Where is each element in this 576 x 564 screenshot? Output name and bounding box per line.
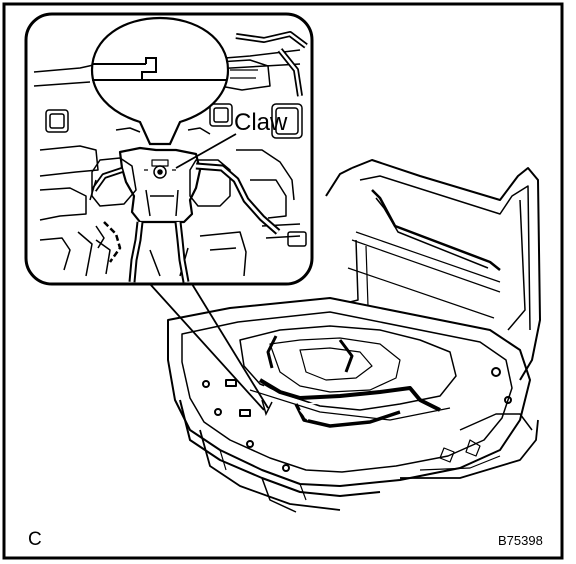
outer-frame: [2, 2, 564, 560]
magnifier-bubble: [90, 16, 230, 146]
leader-lines: [149, 283, 273, 417]
seat-assembly: [167, 159, 541, 513]
figure-code: B75398: [498, 533, 543, 548]
corner-letter: C: [28, 529, 42, 550]
inset-drawing: [33, 31, 308, 283]
claw-profile: [92, 57, 226, 81]
detail-inset: [24, 12, 314, 286]
claw-label: Claw: [234, 109, 288, 136]
claw-leader: [175, 133, 237, 169]
